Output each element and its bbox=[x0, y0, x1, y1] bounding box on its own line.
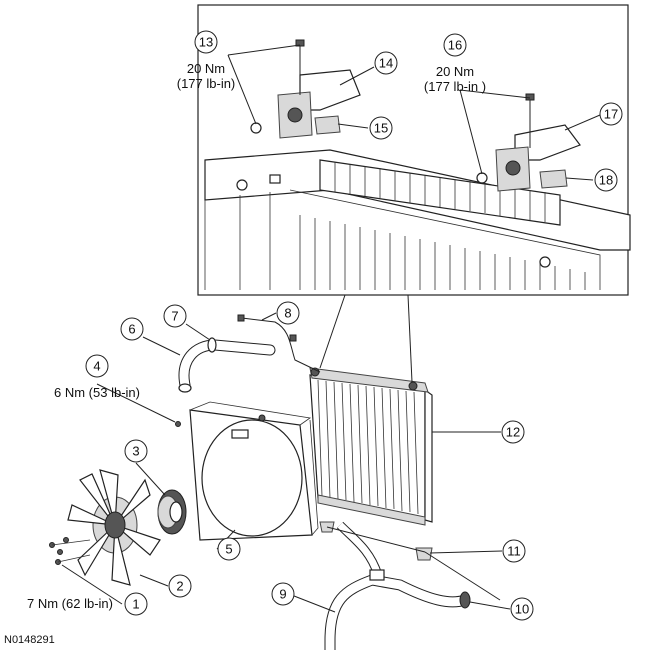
isolator-15 bbox=[314, 115, 341, 135]
callout-17-number: 17 bbox=[604, 107, 618, 122]
torque-16-line1: 20 Nm bbox=[436, 64, 474, 79]
bracket-17 bbox=[476, 93, 581, 192]
torque-13-line2: (177 lb-in) bbox=[177, 76, 236, 91]
callout-5: 5 bbox=[217, 537, 241, 561]
callout-9-number: 9 bbox=[279, 587, 286, 602]
callout-15-number: 15 bbox=[374, 121, 388, 136]
inset-connection-lines bbox=[319, 294, 501, 601]
callout-10-number: 10 bbox=[515, 602, 529, 617]
callout-6-number: 6 bbox=[128, 322, 135, 337]
callout-8-number: 8 bbox=[284, 306, 291, 321]
radiator-12 bbox=[309, 367, 433, 526]
callout-7: 7 bbox=[163, 304, 187, 328]
callout-18-number: 18 bbox=[599, 173, 613, 188]
inset-leader-lines bbox=[227, 44, 601, 181]
fan-clutch-3 bbox=[157, 489, 187, 535]
callout-16: 16 bbox=[443, 33, 467, 57]
callout-13-number: 13 bbox=[199, 35, 213, 50]
callout-10: 10 bbox=[510, 597, 534, 621]
upper-hose-6 bbox=[178, 339, 276, 393]
torque-16-line2: (177 lb-in ) bbox=[424, 79, 486, 94]
callout-15: 15 bbox=[369, 116, 393, 140]
inset-radiator-top bbox=[204, 149, 631, 290]
callout-2-number: 2 bbox=[176, 579, 183, 594]
hose-clamp-10 bbox=[459, 591, 471, 609]
lower-isolator-11 bbox=[415, 547, 433, 561]
fan-bolts-1 bbox=[49, 537, 91, 565]
fan-blade-2 bbox=[67, 469, 161, 586]
callout-13: 13 bbox=[194, 30, 218, 54]
hose-clamp-7 bbox=[207, 337, 217, 353]
torque-13-line1: 20 Nm bbox=[187, 61, 225, 76]
callouts: 1 2 3 4 5 6 7 8 bbox=[85, 30, 623, 621]
bracket-14 bbox=[250, 39, 361, 139]
callout-9: 9 bbox=[271, 582, 295, 606]
callout-14: 14 bbox=[374, 51, 398, 75]
torque-specs: 20 Nm (177 lb-in) 20 Nm (177 lb-in ) 6 N… bbox=[27, 61, 486, 611]
callout-12: 12 bbox=[501, 420, 525, 444]
callout-8: 8 bbox=[276, 301, 300, 325]
torque-1: 7 Nm (62 lb-in) bbox=[27, 596, 113, 611]
callout-17: 17 bbox=[599, 102, 623, 126]
isolator-18 bbox=[539, 169, 568, 189]
callout-1: 1 bbox=[124, 592, 148, 616]
callout-3-number: 3 bbox=[132, 444, 139, 459]
fan-shroud-5 bbox=[189, 401, 319, 541]
inset-core-fins bbox=[299, 215, 586, 290]
overflow-hose-8 bbox=[237, 314, 321, 373]
callout-3: 3 bbox=[124, 439, 148, 463]
callout-16-number: 16 bbox=[448, 38, 462, 53]
callout-18: 18 bbox=[594, 168, 618, 192]
callout-6: 6 bbox=[120, 317, 144, 341]
callout-11-number: 11 bbox=[507, 544, 521, 559]
torque-4: 6 Nm (53 lb-in) bbox=[54, 385, 140, 400]
shroud-bolt-4 bbox=[175, 421, 181, 427]
callout-7-number: 7 bbox=[171, 309, 178, 324]
detail-inset bbox=[197, 4, 631, 296]
callout-12-number: 12 bbox=[506, 425, 520, 440]
inset-top-tank bbox=[319, 159, 561, 226]
callout-14-number: 14 bbox=[379, 56, 393, 71]
callout-4-number: 4 bbox=[93, 359, 100, 374]
lower-hose-9 bbox=[324, 521, 467, 650]
figure-id: N0148291 bbox=[4, 634, 55, 646]
callout-2: 2 bbox=[168, 574, 192, 598]
callout-11: 11 bbox=[502, 539, 526, 563]
callout-1-number: 1 bbox=[132, 597, 139, 612]
callout-5-number: 5 bbox=[225, 542, 232, 557]
radiator-core-fins bbox=[317, 379, 419, 515]
callout-4: 4 bbox=[85, 354, 109, 378]
